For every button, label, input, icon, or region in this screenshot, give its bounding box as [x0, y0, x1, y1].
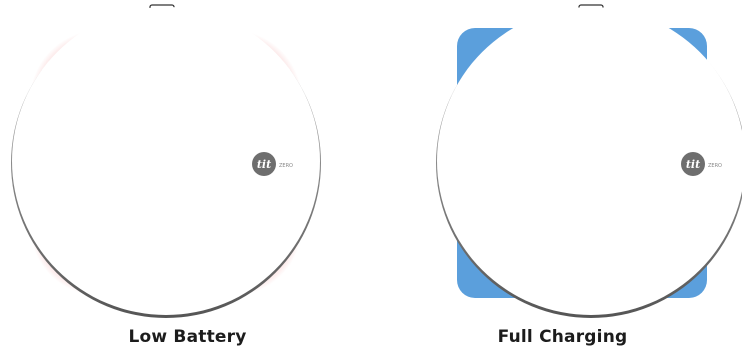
caption-low-battery: Low Battery: [0, 327, 371, 347]
logo-side-text: ZERO: [279, 163, 293, 169]
device-panel-low-battery: tit ZERO Low Battery: [0, 0, 371, 358]
device-panel-full-charging: tit ZERO Full Charging: [371, 0, 742, 358]
caption-full-charging: Full Charging: [371, 327, 742, 347]
logo-side-text: ZERO: [708, 163, 722, 169]
logo-text: tit: [257, 158, 271, 171]
logo-text: tit: [686, 158, 700, 171]
charger-illustration-full-charging: tit ZERO: [371, 0, 742, 320]
charger-illustration-low-battery: tit ZERO: [0, 0, 371, 320]
